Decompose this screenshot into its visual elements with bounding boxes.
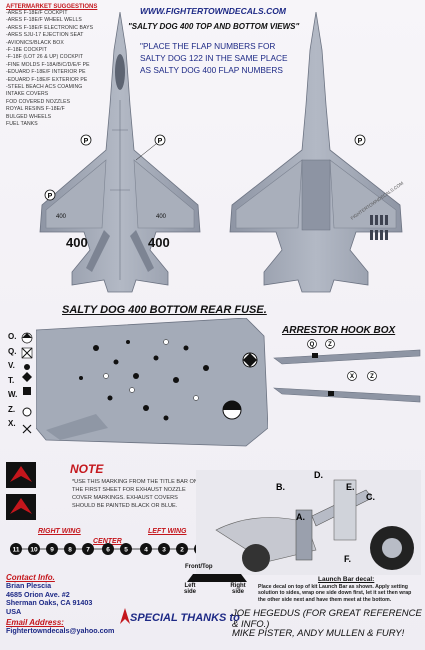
front-top-label: Front/Top [185, 564, 213, 570]
special-thanks-label: SPECIAL THANKS to [130, 612, 240, 624]
small-400-left: 400 [56, 214, 67, 220]
aftermarket-item: -ARES F-18E/F WHEEL WELLS [6, 17, 82, 24]
wing-number-circles: 11 10 9 8 7 6 5 4 3 2 1 [10, 543, 222, 555]
svg-text:8: 8 [68, 547, 72, 554]
svg-text:7: 7 [86, 547, 90, 554]
contact-street: 4685 Orion Ave. #2 [6, 589, 70, 599]
launch-bar-title: Launch Bar decal: [318, 576, 375, 583]
aftermarket-item: -F-18F (LOT 26 & UP) COCKPIT [6, 54, 84, 61]
thanks-line-2: MIKE PISTER, ANDY MULLEN & FURY! [232, 628, 405, 639]
letter-decal-swatches [21, 332, 33, 434]
rear-fuse-title: SALTY DOG 400 BOTTOM REAR FUSE. [62, 304, 267, 316]
hook-box-diagram: Q Z X Z [273, 339, 421, 403]
aftermarket-item: INTAKE COVERS [6, 91, 49, 98]
thanks-line-1: JOE HEGEDUS (FOR GREAT REFERENCE & INFO.… [232, 608, 422, 630]
thanks-logo-icon [120, 608, 130, 624]
letter-label: Z. [8, 404, 16, 414]
svg-text:2: 2 [180, 547, 184, 554]
contact-country: USA [6, 606, 22, 616]
center-label: CENTER [93, 538, 122, 545]
launch-bar-text: Place decal on top of kit Launch Bar as … [258, 584, 412, 603]
svg-text:9: 9 [50, 547, 54, 554]
aftermarket-item: -STEEL BEACH ACS COAMING [6, 84, 83, 91]
contact-city: Sherman Oaks, CA 91403 [6, 598, 93, 608]
aftermarket-item: -ARES F-18E/F ELECTRONIC BAYS [6, 24, 94, 31]
gear-label: E. [346, 482, 355, 492]
aftermarket-item: -FINE MOLDS F-18A/B/C/D/E/F PE [6, 61, 90, 68]
hook-callout: Z [370, 374, 374, 380]
letter-label: Q. [8, 346, 17, 356]
flap-number-right: 400 [148, 235, 170, 250]
note-text: *USE THIS MARKING FROM THE TITLE BAR ON … [72, 479, 198, 509]
landing-gear-illustration: B. A. C. D. E. F. [196, 470, 421, 575]
flap-note: "PLACE THE FLAP NUMBERS FOR SALTY DOG 12… [140, 41, 288, 75]
rear-fuse-letters: O. Q. V. T. W. Z. X. [8, 332, 17, 434]
svg-text:6: 6 [106, 547, 110, 554]
top-view-aircraft: P P P 400 400 400 400 [39, 11, 201, 293]
svg-text:P: P [84, 138, 89, 145]
aftermarket-item: ROYAL RESINS F-18E/F [6, 106, 65, 113]
svg-text:P: P [358, 138, 363, 145]
gear-label: D. [314, 470, 323, 480]
callout-p-bottom: P [354, 134, 366, 146]
aftermarket-items: -ARES F-18E/F COCKPIT -ARES F-18E/F WHEE… [6, 10, 124, 129]
left-side-label: Left side [183, 583, 196, 595]
svg-text:4: 4 [144, 547, 148, 554]
launch-bar-decal [187, 574, 247, 582]
gear-label: A. [296, 512, 305, 522]
letter-label: V. [8, 361, 15, 370]
aftermarket-item: -EDUARD F-18E/F EXTERIOR PE [6, 76, 88, 83]
flap-number-left: 400 [66, 235, 88, 250]
bottom-view-aircraft: P FIGHTERTOWNDECALS.COM [229, 11, 404, 293]
left-wing-label: LEFT WING [148, 528, 187, 535]
gear-label: B. [276, 482, 285, 492]
gear-label: C. [366, 492, 375, 502]
aftermarket-item: FOD COVERED NOZZLES [6, 98, 71, 105]
aftermarket-title: AFTERMARKET SUGGESTIONS [6, 4, 98, 10]
aftermarket-item: -EDUARD F-18E/F INTERIOR PE [6, 69, 86, 76]
views-title: "SALTY DOG 400 TOP AND BOTTOM VIEWS" [128, 22, 300, 31]
letter-label: X. [8, 419, 16, 428]
small-400-right: 400 [156, 214, 167, 220]
aftermarket-item: -F-18E COCKPIT [6, 47, 48, 54]
contact-name: Brian Plescia [6, 581, 52, 590]
contact-header: Contact Info. [6, 573, 55, 582]
hook-callout: Q [310, 342, 315, 348]
note-title: NOTE [70, 462, 104, 476]
aftermarket-item: -ARES F-18E/F COCKPIT [6, 10, 68, 16]
letter-label: O. [8, 332, 17, 341]
callout-p-left: P [80, 134, 92, 146]
email-address: Fightertowndecals@yahoo.com [6, 626, 115, 636]
svg-text:P: P [158, 138, 163, 145]
hook-callout: X [350, 374, 354, 380]
svg-text:5: 5 [124, 547, 128, 554]
hook-callout: Z [328, 342, 332, 348]
aftermarket-list: AFTERMARKET SUGGESTIONS -ARES F-18E/F CO… [6, 4, 124, 129]
letter-label: W. [8, 390, 18, 399]
email-label: Email Address: [6, 618, 64, 628]
rear-fuse-panel [36, 318, 268, 447]
gear-label: F. [344, 554, 351, 564]
right-side-label: Right side [230, 583, 246, 595]
wing-number-strip: RIGHT WING CENTER LEFT WING 11 10 9 8 7 … [8, 528, 228, 568]
letter-label: T. [8, 375, 15, 385]
svg-text:10: 10 [30, 547, 38, 554]
svg-text:P: P [48, 193, 53, 200]
aftermarket-item: FUEL TANKS [6, 121, 38, 128]
site-url: WWW.FIGHTERTOWNDECALS.COM [140, 6, 286, 16]
callout-p-right: P [135, 134, 166, 161]
aftermarket-item: -AVIONICS/BLACK BOX [6, 39, 64, 46]
aftermarket-item: BULGED WHEELS [6, 113, 52, 120]
svg-text:3: 3 [162, 547, 166, 554]
fightertown-logo-icon [6, 462, 36, 520]
aftermarket-item: -ARES SJU-17 EJECTION SEAT [6, 32, 84, 39]
right-wing-label: RIGHT WING [38, 528, 81, 535]
contact-info: Contact Info. Brian Plescia 4685 Orion A… [6, 573, 114, 636]
callout-p-lower: P [44, 189, 56, 201]
hook-title: ARRESTOR HOOK BOX [282, 325, 396, 336]
svg-text:11: 11 [13, 547, 20, 554]
